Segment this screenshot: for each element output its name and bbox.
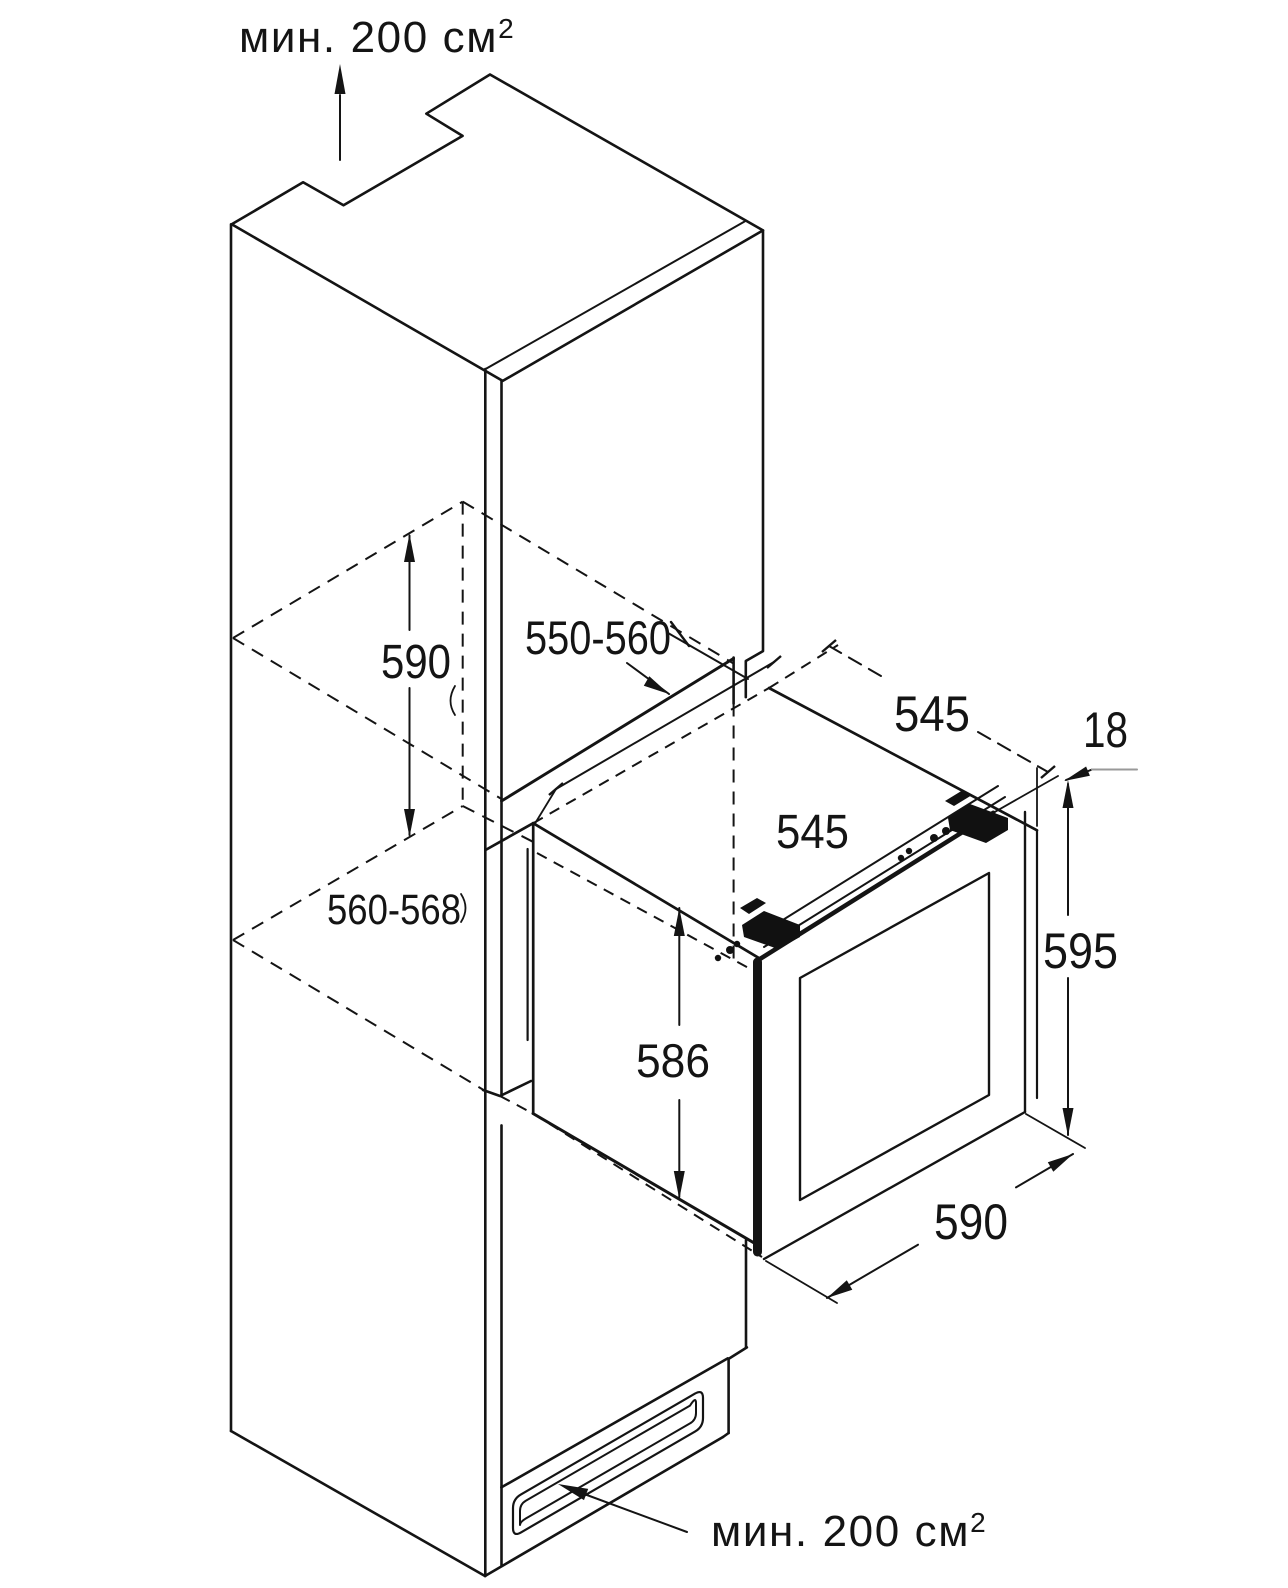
svg-text:545: 545 (894, 686, 970, 742)
svg-text:550-560: 550-560 (525, 611, 671, 664)
svg-text:586: 586 (636, 1034, 710, 1087)
svg-text:590: 590 (934, 1194, 1008, 1250)
svg-text:590: 590 (381, 636, 451, 689)
svg-text:мин. 200 см2: мин. 200 см2 (711, 1507, 987, 1556)
svg-text:545: 545 (776, 806, 849, 859)
svg-text:560-568: 560-568 (327, 886, 461, 934)
svg-text:18: 18 (1083, 702, 1128, 758)
svg-text:мин. 200 см2: мин. 200 см2 (239, 13, 515, 62)
svg-text:595: 595 (1043, 923, 1118, 979)
